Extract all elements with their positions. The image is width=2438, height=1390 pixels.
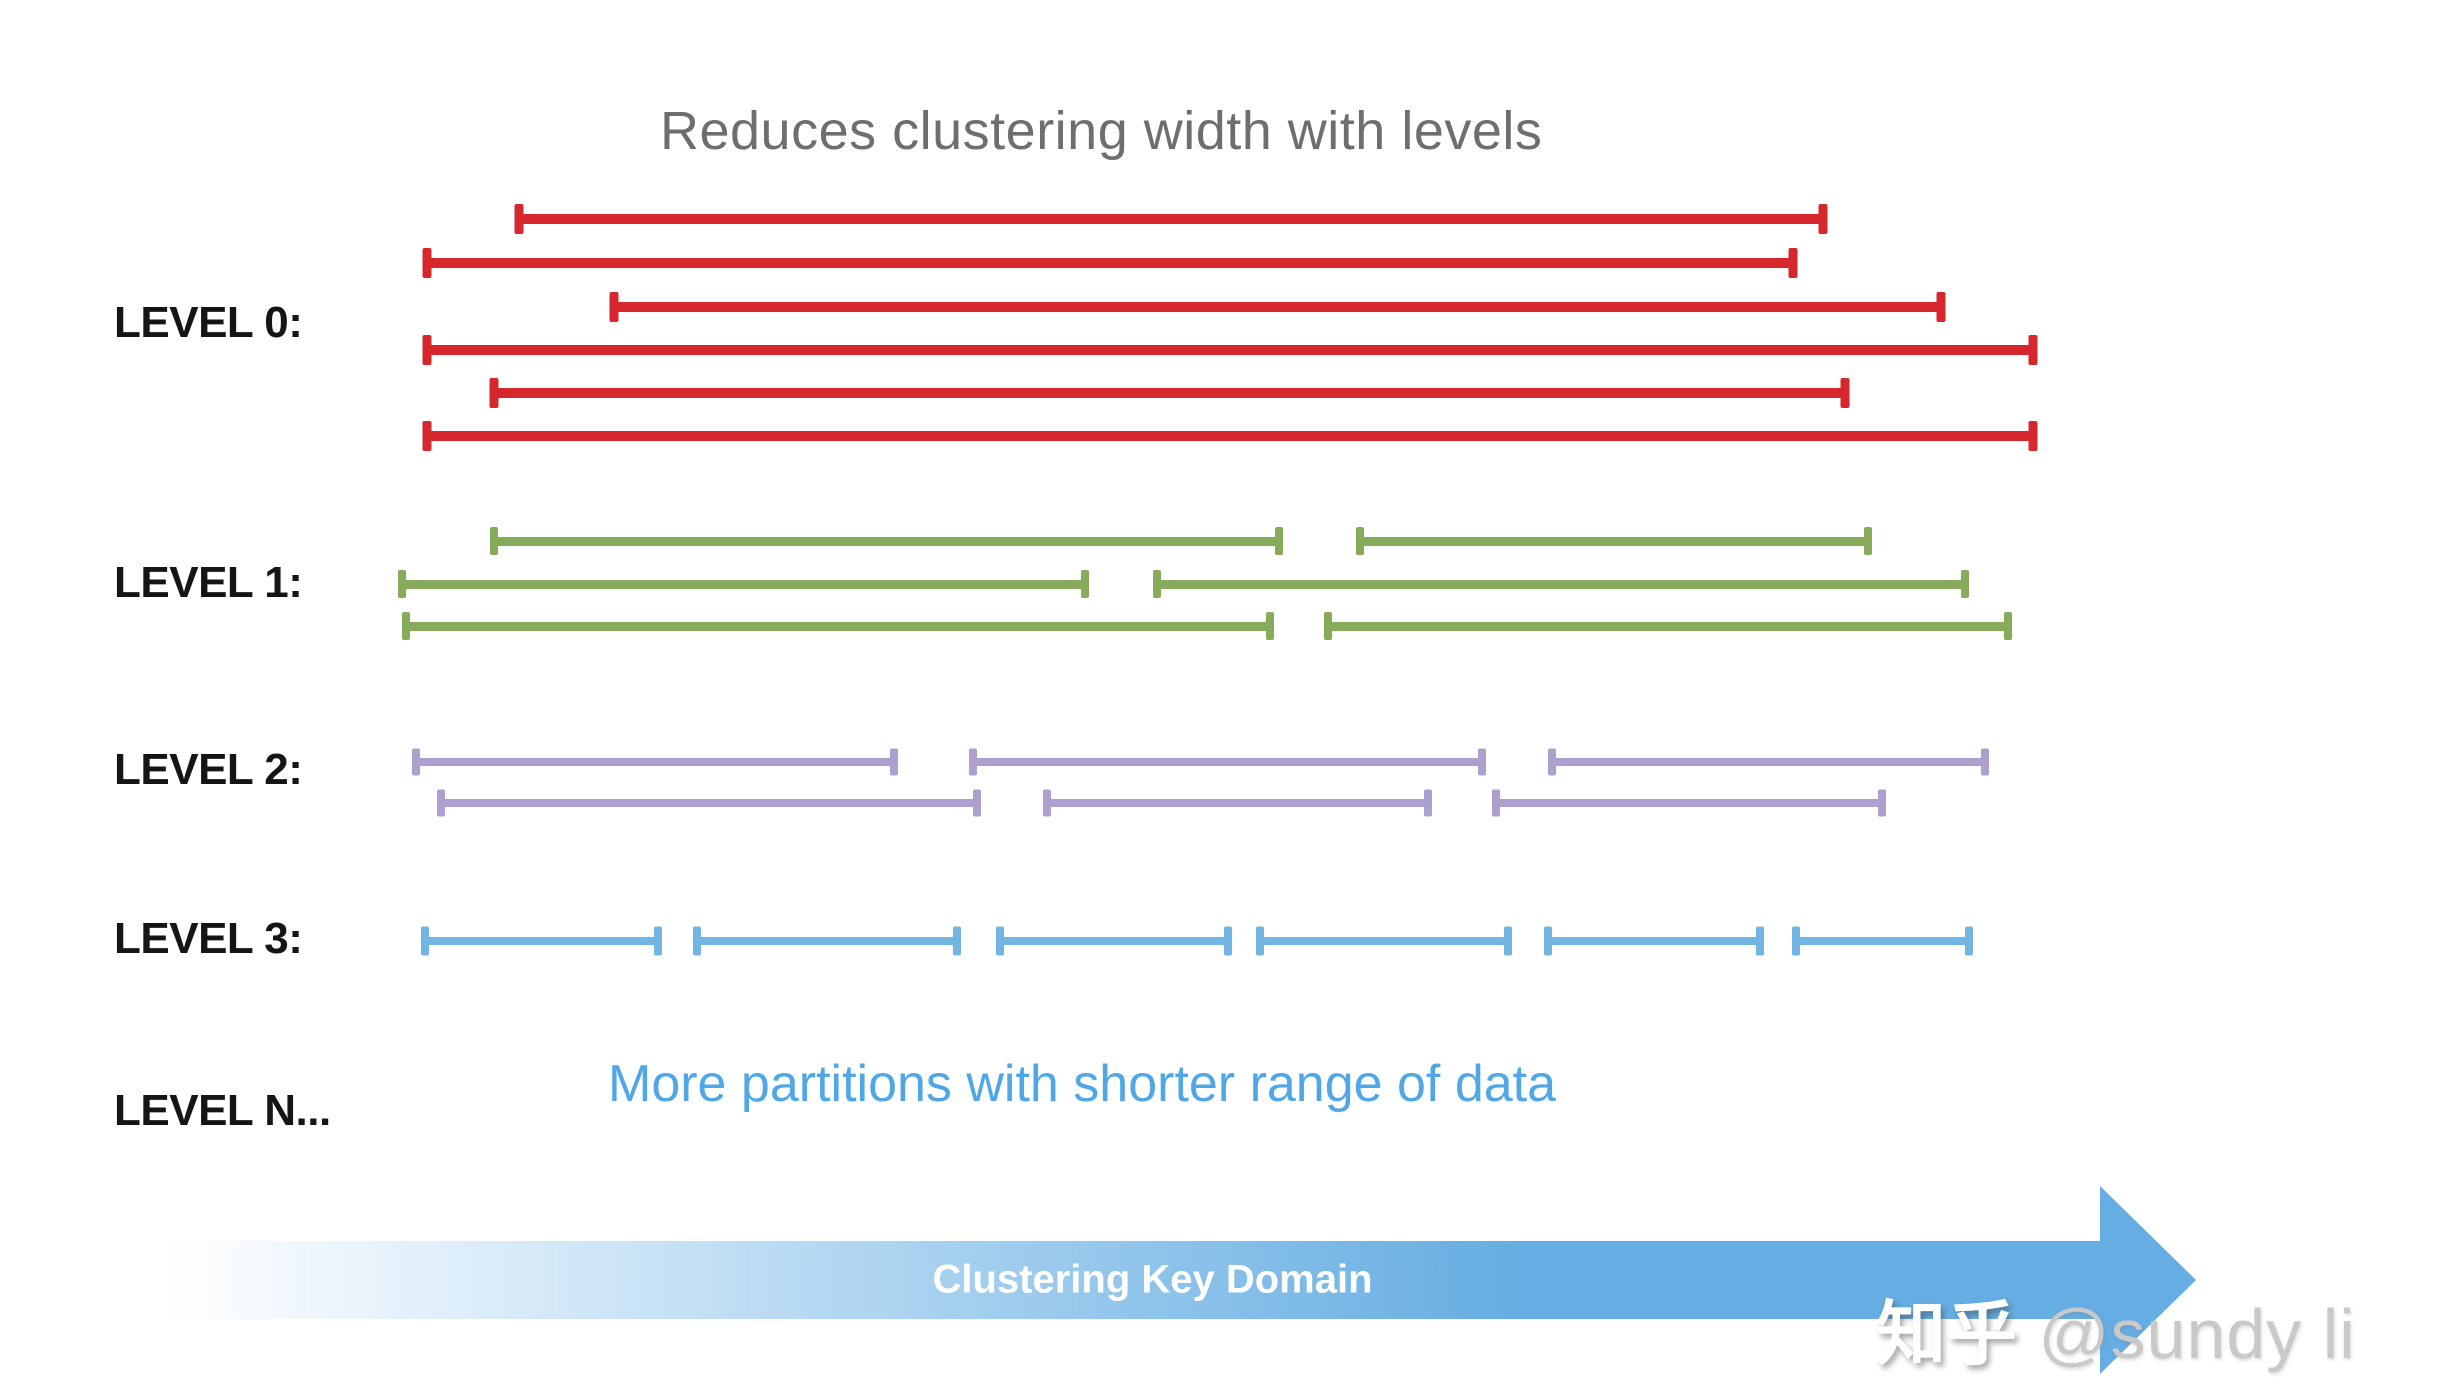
range-end-tick bbox=[489, 378, 499, 408]
range-end-tick bbox=[1788, 248, 1798, 278]
right-arrow-icon bbox=[2100, 1186, 2196, 1374]
range-end-tick bbox=[609, 292, 619, 322]
range-end-tick bbox=[1478, 748, 1486, 776]
range-segment bbox=[693, 926, 961, 956]
range-segment bbox=[398, 570, 1089, 598]
range-segment bbox=[1492, 789, 1886, 817]
range-end-tick bbox=[1544, 926, 1552, 956]
range-end-tick bbox=[2028, 421, 2038, 451]
range-end-tick bbox=[1043, 789, 1051, 817]
range-end-tick bbox=[890, 748, 898, 776]
range-segment bbox=[490, 527, 1283, 555]
range-end-tick bbox=[1081, 570, 1089, 598]
range-segment bbox=[422, 335, 2038, 365]
range-end-tick bbox=[1965, 926, 1973, 956]
range-end-tick bbox=[1756, 926, 1764, 956]
range-end-tick bbox=[1961, 570, 1969, 598]
diagram-title: Reduces clustering width with levels bbox=[660, 101, 1543, 161]
range-end-tick bbox=[973, 789, 981, 817]
range-end-tick bbox=[1224, 926, 1232, 956]
range-end-tick bbox=[1153, 570, 1161, 598]
range-segment bbox=[412, 748, 898, 776]
watermark: 知乎 @sundy li bbox=[1876, 1278, 2356, 1379]
watermark-brand: 知乎 bbox=[1876, 1295, 2018, 1373]
range-end-tick bbox=[1936, 292, 1946, 322]
range-end-tick bbox=[1504, 926, 1512, 956]
range-end-tick bbox=[654, 926, 662, 956]
range-segment bbox=[514, 204, 1828, 234]
range-segment bbox=[1548, 748, 1989, 776]
range-end-tick bbox=[1356, 527, 1364, 555]
range-end-tick bbox=[1840, 378, 1850, 408]
range-segment bbox=[489, 378, 1850, 408]
range-segment bbox=[422, 421, 2038, 451]
more-partitions-caption: More partitions with shorter range of da… bbox=[608, 1055, 1557, 1113]
range-end-tick bbox=[996, 926, 1004, 956]
range-end-tick bbox=[969, 748, 977, 776]
range-segment bbox=[1792, 926, 1973, 956]
range-end-tick bbox=[421, 926, 429, 956]
range-segment bbox=[1544, 926, 1764, 956]
level-label: LEVEL N... bbox=[114, 1086, 331, 1135]
range-end-tick bbox=[1324, 612, 1332, 640]
level-label: LEVEL 2: bbox=[114, 745, 303, 794]
range-segment bbox=[422, 248, 1798, 278]
range-end-tick bbox=[490, 527, 498, 555]
range-end-tick bbox=[1864, 527, 1872, 555]
clustering-key-domain-label: Clustering Key Domain bbox=[932, 1257, 1373, 1302]
range-segment bbox=[969, 748, 1486, 776]
range-segment bbox=[437, 789, 981, 817]
clustering-key-domain-banner: Clustering Key Domain bbox=[165, 1241, 2100, 1319]
range-end-tick bbox=[514, 204, 524, 234]
range-end-tick bbox=[2028, 335, 2038, 365]
range-end-tick bbox=[1878, 789, 1886, 817]
range-segment bbox=[609, 292, 1946, 322]
range-segment bbox=[1043, 789, 1432, 817]
range-end-tick bbox=[422, 335, 432, 365]
range-end-tick bbox=[1818, 204, 1828, 234]
range-end-tick bbox=[1256, 926, 1264, 956]
level-label: LEVEL 3: bbox=[114, 914, 303, 963]
range-segment bbox=[1324, 612, 2012, 640]
range-end-tick bbox=[953, 926, 961, 956]
range-end-tick bbox=[2004, 612, 2012, 640]
range-segment bbox=[1153, 570, 1969, 598]
range-end-tick bbox=[1492, 789, 1500, 817]
range-end-tick bbox=[437, 789, 445, 817]
range-end-tick bbox=[1981, 748, 1989, 776]
range-end-tick bbox=[1548, 748, 1556, 776]
range-end-tick bbox=[422, 421, 432, 451]
range-end-tick bbox=[402, 612, 410, 640]
range-segment bbox=[1256, 926, 1512, 956]
range-segment bbox=[402, 612, 1274, 640]
watermark-handle: @sundy li bbox=[2038, 1295, 2356, 1373]
range-end-tick bbox=[693, 926, 701, 956]
range-end-tick bbox=[412, 748, 420, 776]
range-segment bbox=[1356, 527, 1872, 555]
range-end-tick bbox=[1266, 612, 1274, 640]
range-end-tick bbox=[1275, 527, 1283, 555]
level-label: LEVEL 0: bbox=[114, 298, 303, 347]
range-end-tick bbox=[1424, 789, 1432, 817]
range-end-tick bbox=[398, 570, 406, 598]
level-label: LEVEL 1: bbox=[114, 558, 303, 607]
range-segment bbox=[996, 926, 1232, 956]
range-end-tick bbox=[1792, 926, 1800, 956]
range-segment bbox=[421, 926, 662, 956]
range-end-tick bbox=[422, 248, 432, 278]
